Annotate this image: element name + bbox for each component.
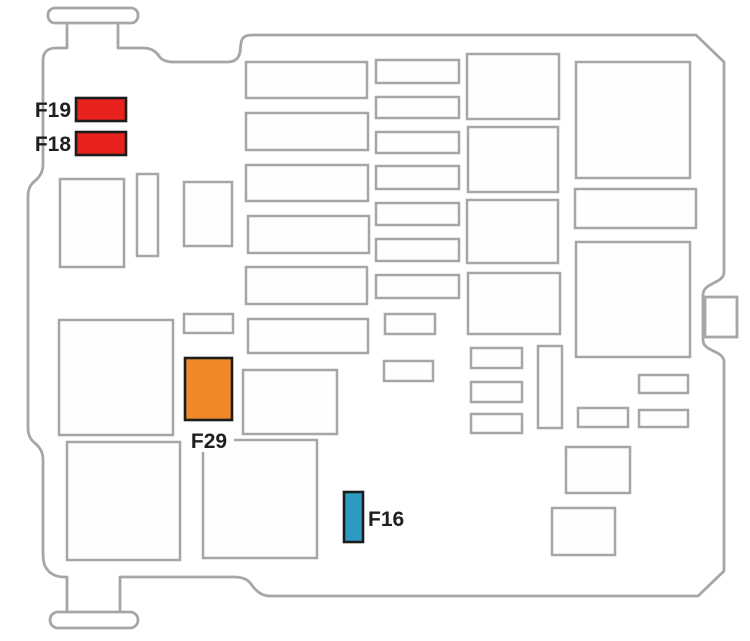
fuse-slot-21 [383, 312, 437, 336]
fuse-f16 [342, 490, 365, 544]
fuse-f19-label: F19 [35, 99, 71, 122]
fuse-slot-18 [374, 201, 461, 227]
fuse-slot-28 [469, 380, 524, 404]
fuse-slot-11 [244, 265, 369, 306]
fuse-slot-8 [244, 111, 370, 152]
top-handle [46, 6, 140, 25]
fuse-slot-32 [573, 187, 698, 230]
fuse-slot-16 [374, 130, 461, 155]
fuse-slot-31 [574, 60, 692, 180]
fuse-slot-4 [65, 440, 182, 562]
fuse-slot-27 [469, 346, 524, 370]
fuse-slot-33 [574, 240, 692, 359]
fuse-f29 [183, 356, 234, 422]
fuse-slot-9 [244, 163, 370, 203]
fuse-f18-label: F18 [35, 133, 72, 156]
fuse-slot-3 [57, 318, 175, 437]
bottom-handle [48, 610, 140, 630]
fuse-slot-2 [182, 180, 234, 248]
fuse-slot-23 [465, 52, 561, 121]
fuse-slot-14 [374, 58, 461, 85]
fuse-slot-19 [374, 237, 461, 263]
fuse-slot-20 [374, 273, 461, 300]
fuse-slot-24 [466, 125, 560, 194]
fuse-slot-10 [246, 214, 371, 255]
fuse-slot-38 [550, 506, 617, 557]
fuse-f16-label: F16 [368, 508, 404, 531]
fuse-slot-17 [374, 164, 461, 191]
fuse-slot-15 [374, 95, 461, 120]
fuse-slot-6 [182, 312, 235, 335]
fuse-f19 [74, 96, 128, 123]
fuse-slot-35 [576, 406, 630, 429]
fuse-f29-label-bg [182, 428, 234, 452]
fuse-slot-25 [465, 198, 560, 265]
fuse-slot-29 [469, 412, 524, 435]
fuse-slot-12 [246, 317, 370, 355]
fuse-slot-30 [536, 344, 564, 430]
fuse-slot-7 [244, 60, 369, 100]
fuse-slot-37 [564, 445, 632, 495]
right-side-tab [703, 295, 739, 339]
fuse-slot-22 [382, 359, 435, 383]
fuse-slot-34 [637, 373, 690, 395]
fuse-slots-layer [57, 52, 698, 562]
fuse-f29-label: F29 [191, 430, 227, 453]
fuse-slot-13 [241, 368, 339, 436]
fuse-slot-26 [466, 271, 562, 336]
fuse-slot-0 [58, 177, 126, 269]
fuse-f18 [74, 130, 128, 157]
fuse-slot-1 [135, 172, 160, 258]
fuse-slot-36 [637, 408, 690, 429]
fuse-slot-5 [201, 438, 319, 560]
